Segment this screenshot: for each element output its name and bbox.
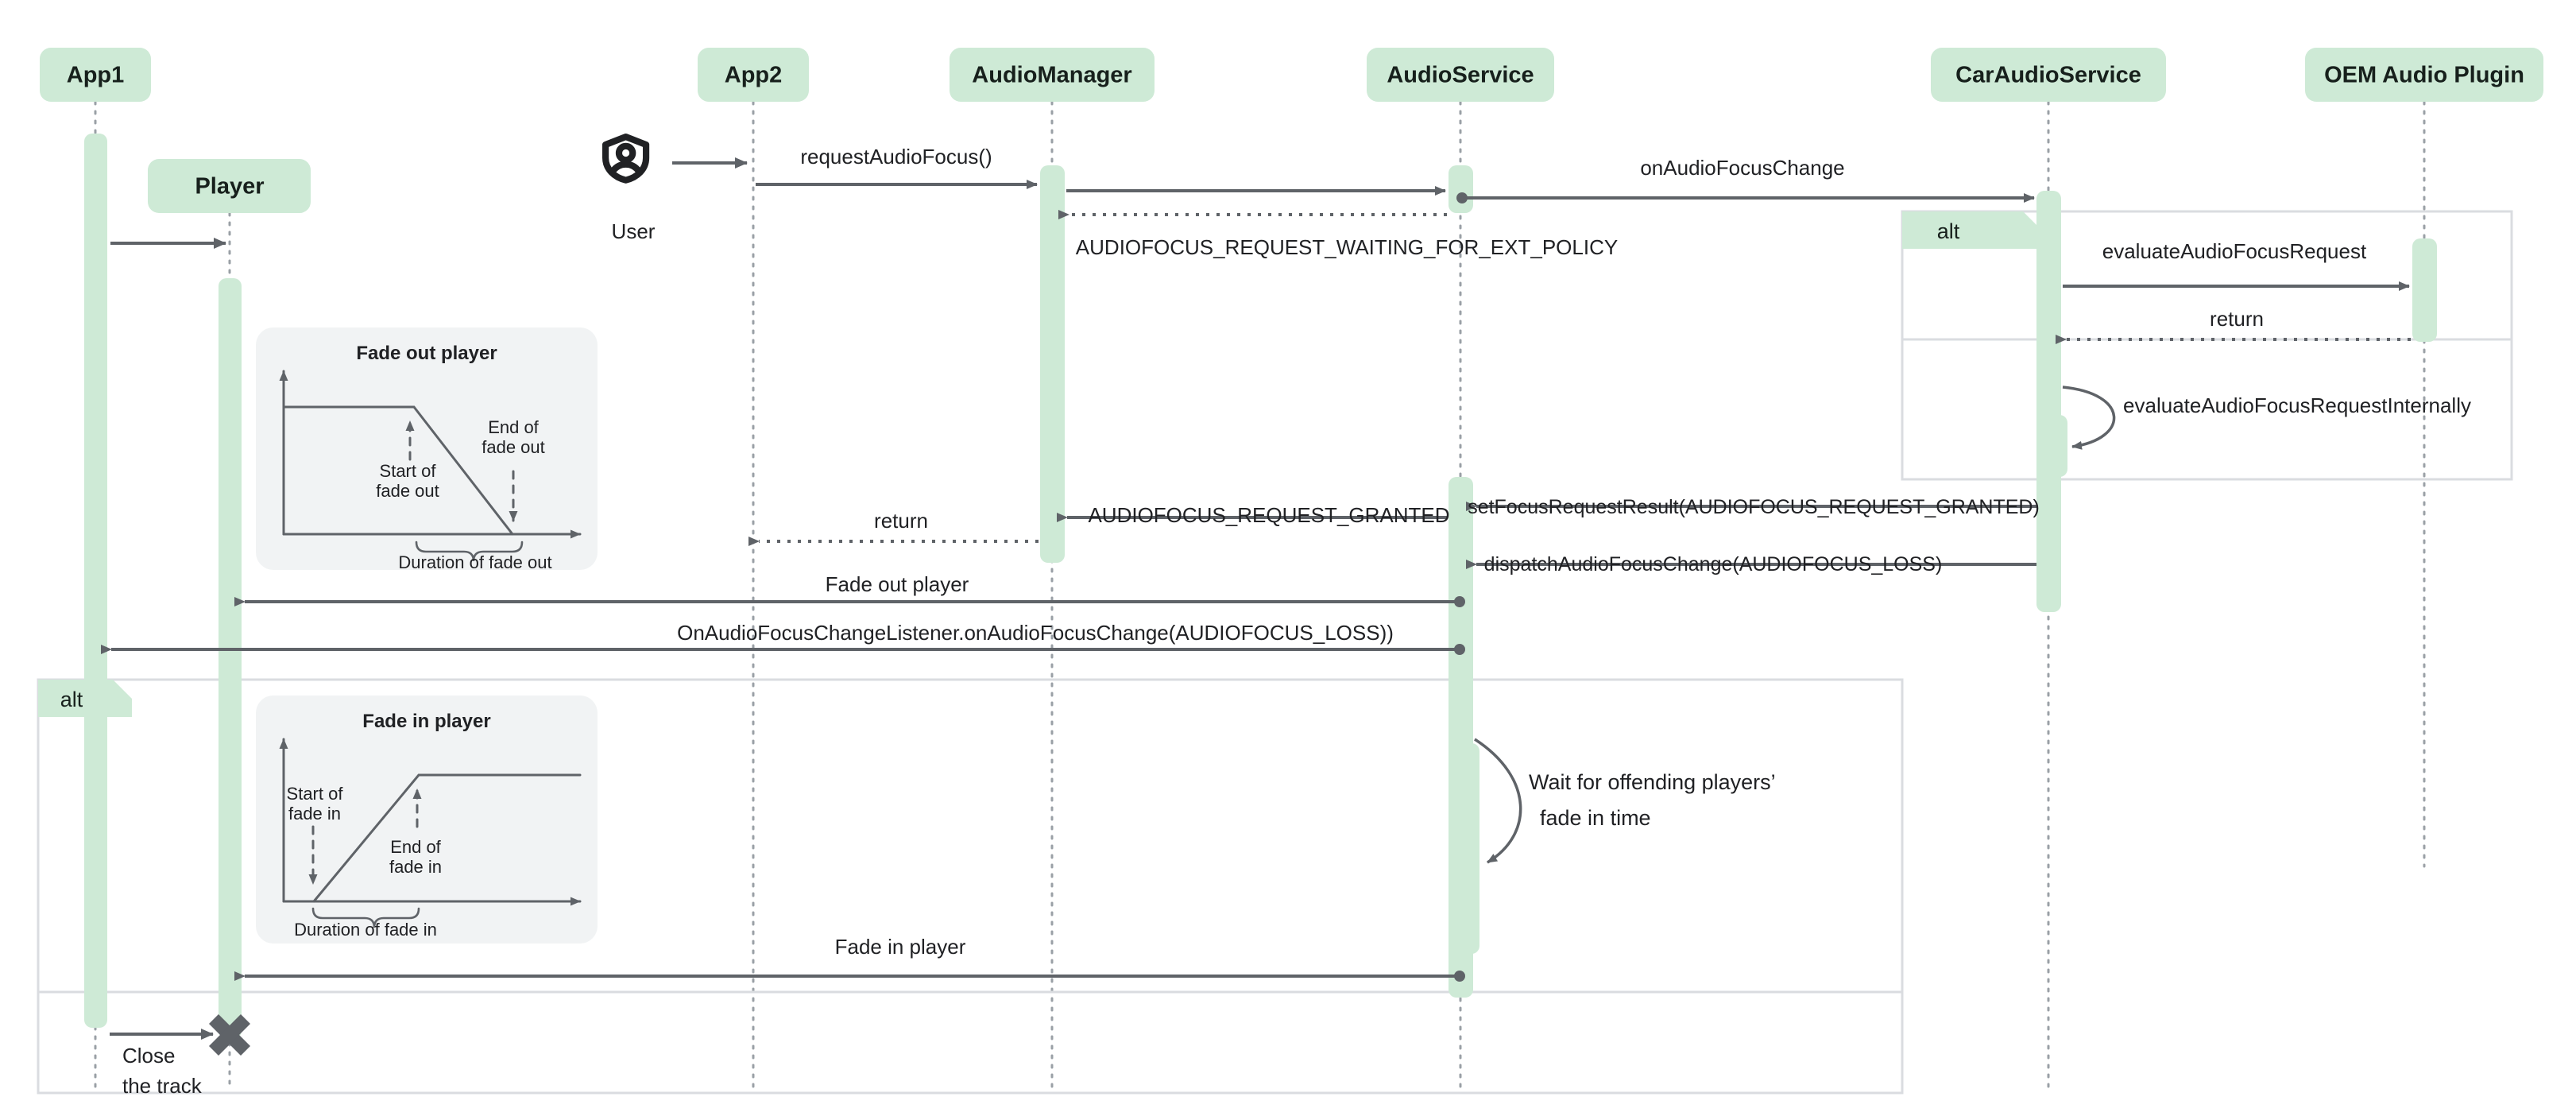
message-label-granted: AUDIOFOCUS_REQUEST_GRANTED bbox=[1088, 503, 1449, 527]
participant-app2[interactable]: App2 bbox=[698, 48, 809, 102]
message-labels: requestAudioFocus() onAudioFocusChange A… bbox=[677, 145, 2471, 959]
message-line-wait[interactable] bbox=[1474, 738, 1522, 864]
note-title-fade-in: Fade in player bbox=[362, 711, 490, 732]
fragment-label-alt-right: alt bbox=[1937, 219, 1960, 243]
svg-text:Wait for offending players’: Wait for offending players’ bbox=[1529, 770, 1776, 794]
activation-player bbox=[219, 278, 242, 1039]
message-label-listener: OnAudioFocusChangeListener.onAudioFocusC… bbox=[677, 621, 1394, 645]
svg-text:fade in: fade in bbox=[389, 857, 442, 877]
activation-bars bbox=[84, 134, 2437, 1039]
message-label-evalinternal: evaluateAudioFocusRequestInternally bbox=[2123, 393, 2471, 417]
message-label-evalreturn: return bbox=[2210, 307, 2264, 331]
participant-caraudioservice[interactable]: CarAudioService bbox=[1931, 48, 2166, 102]
participant-audioservice[interactable]: AudioService bbox=[1367, 48, 1554, 102]
fragment-label-alt-left: alt bbox=[60, 688, 83, 711]
svg-text:Duration of fade in: Duration of fade in bbox=[294, 920, 437, 940]
actor-user: User bbox=[602, 134, 656, 243]
message-label-onfocuschange: onAudioFocusChange bbox=[1640, 156, 1844, 180]
participant-label-audioservice: AudioService bbox=[1387, 63, 1534, 88]
participant-label-caraudioservice: CarAudioService bbox=[1955, 63, 2141, 88]
message-label-close: Close the track bbox=[122, 1044, 203, 1098]
note-title-fade-out: Fade out player bbox=[356, 343, 497, 364]
participant-oemplugin[interactable]: OEM Audio Plugin bbox=[2305, 48, 2543, 102]
actor-label-user: User bbox=[612, 219, 656, 243]
activation-audiomanager bbox=[1040, 165, 1065, 563]
activation-oemplugin bbox=[2412, 238, 2437, 342]
participant-label-audiomanager: AudioManager bbox=[972, 63, 1131, 88]
message-label-setresult: setFocusRequestResult(AUDIOFOCUS_REQUEST… bbox=[1468, 496, 2040, 518]
participant-label-app2: App2 bbox=[725, 63, 783, 88]
activation-audioservice-1 bbox=[1449, 165, 1473, 213]
svg-text:fade in time: fade in time bbox=[1540, 806, 1651, 830]
note-fade-out: Fade out player Start of fade out End of… bbox=[256, 327, 598, 572]
activation-cas-self bbox=[2044, 415, 2067, 477]
destroy-x-icon bbox=[208, 1013, 251, 1056]
message-label-request: requestAudioFocus() bbox=[800, 145, 992, 169]
activation-app1 bbox=[84, 134, 107, 1028]
svg-text:fade out: fade out bbox=[482, 437, 545, 457]
participant-app1[interactable]: App1 bbox=[40, 48, 151, 102]
message-label-evalreq: evaluateAudioFocusRequest bbox=[2102, 239, 2367, 263]
message-label-fadein: Fade in player bbox=[835, 935, 966, 959]
messages bbox=[101, 157, 2411, 1040]
activation-caraudioservice bbox=[2036, 191, 2061, 612]
message-label-waiting: AUDIOFOCUS_REQUEST_WAITING_FOR_EXT_POLIC… bbox=[1076, 235, 1618, 259]
svg-text:fade out: fade out bbox=[376, 481, 439, 501]
svg-text:End of: End of bbox=[488, 417, 539, 437]
svg-text:End of: End of bbox=[390, 837, 441, 857]
svg-text:Start of: Start of bbox=[287, 784, 344, 804]
message-label-return: return bbox=[874, 509, 928, 533]
note-fade-in: Fade in player Start of fade in End of f… bbox=[256, 696, 598, 944]
message-label-wait: Wait for offending players’ fade in time bbox=[1529, 770, 1776, 830]
svg-text:Start of: Start of bbox=[380, 461, 437, 481]
message-label-dispatch: dispatchAudioFocusChange(AUDIOFOCUS_LOSS… bbox=[1484, 553, 1943, 575]
shield-person-icon bbox=[602, 134, 650, 184]
svg-text:Duration of fade out: Duration of fade out bbox=[398, 552, 551, 572]
svg-text:the track: the track bbox=[122, 1074, 203, 1098]
message-label-fadeout: Fade out player bbox=[826, 572, 969, 596]
participant-label-player: Player bbox=[195, 174, 264, 200]
participant-audiomanager[interactable]: AudioManager bbox=[950, 48, 1155, 102]
activation-audioservice-3 bbox=[1456, 743, 1479, 954]
participant-boxes: App1 Player App2 AudioManager AudioServi… bbox=[40, 48, 2543, 213]
message-line-evalinternal[interactable] bbox=[2062, 386, 2116, 450]
participant-player[interactable]: Player bbox=[148, 159, 311, 213]
participant-label-app1: App1 bbox=[67, 63, 125, 88]
participant-label-oemplugin: OEM Audio Plugin bbox=[2324, 63, 2524, 88]
svg-text:fade in: fade in bbox=[288, 804, 341, 823]
svg-text:Close: Close bbox=[122, 1044, 175, 1068]
